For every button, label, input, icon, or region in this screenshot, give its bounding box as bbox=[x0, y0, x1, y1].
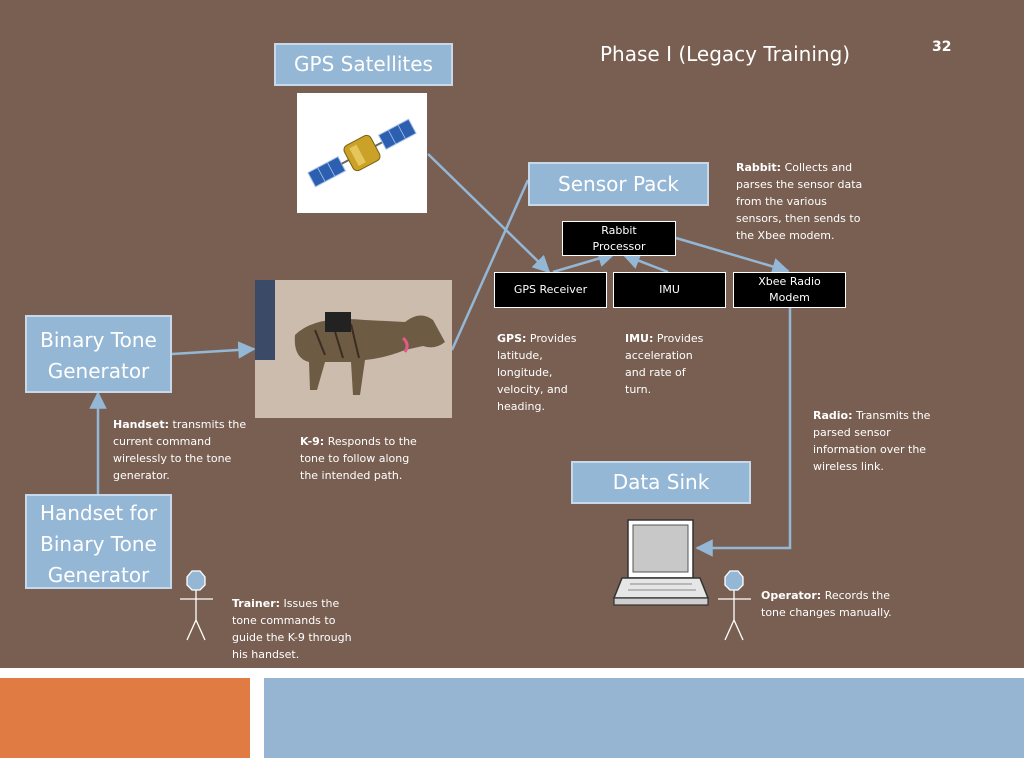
trainer-description-text: Issues the tone commands to guide the K-… bbox=[232, 597, 352, 661]
operator-description-text: Records the tone changes manually. bbox=[761, 589, 892, 619]
imu-label: IMU bbox=[659, 283, 680, 296]
rabbit-description-label: Rabbit: bbox=[736, 161, 782, 174]
slide-title: Phase I (Legacy Training) bbox=[600, 42, 851, 66]
radio-description-label: Radio: bbox=[813, 409, 853, 422]
binary-tone-generator-label: Binary Tone Generator bbox=[40, 328, 157, 383]
xbee-radio-modem-label: Xbee Radio Modem bbox=[758, 275, 821, 304]
rabbit-processor-label: Rabbit Processor bbox=[592, 223, 646, 253]
rabbit-processor-box: Rabbit Processor bbox=[562, 221, 676, 256]
k9-description-text: Responds to the tone to follow along the… bbox=[300, 435, 417, 482]
imu-box: IMU bbox=[613, 272, 726, 308]
arrow-gps-receiver-to-rabbit bbox=[552, 250, 616, 274]
radio-description-text: Transmits the parsed sensor information … bbox=[813, 409, 931, 473]
laptop-icon bbox=[612, 519, 710, 606]
trainer-description: Trainer: Issues the tone commands to gui… bbox=[232, 595, 366, 663]
gps-satellites-label: GPS Satellites bbox=[294, 52, 433, 76]
slide: GPS Satellites Sensor Pack Binary Tone G… bbox=[0, 0, 1024, 668]
operator-description-label: Operator: bbox=[761, 589, 822, 602]
gps-receiver-box: GPS Receiver bbox=[494, 272, 607, 308]
gps-satellites-box: GPS Satellites bbox=[274, 43, 453, 86]
handset-description-text: transmits the current command wirelessly… bbox=[113, 418, 247, 482]
radio-description: Radio: Transmits the parsed sensor infor… bbox=[813, 407, 941, 475]
k9-description: K-9: Responds to the tone to follow alon… bbox=[300, 433, 425, 484]
operator-stick-figure-icon bbox=[718, 570, 751, 641]
arrow-satellite-to-gps-receiver bbox=[427, 153, 551, 274]
sensor-pack-label: Sensor Pack bbox=[558, 172, 679, 196]
rabbit-description-text: Collects and parses the sensor data from… bbox=[736, 161, 863, 242]
arrow-tone-generator-to-dog bbox=[171, 341, 256, 359]
binary-tone-generator-box: Binary Tone Generator bbox=[25, 315, 172, 393]
data-sink-label: Data Sink bbox=[612, 470, 710, 494]
imu-description: IMU: Provides acceleration and rate of t… bbox=[625, 330, 713, 398]
sensor-pack-box: Sensor Pack bbox=[528, 162, 709, 206]
gps-description-text: Provides latitude, longitude, velocity, … bbox=[497, 332, 577, 413]
trainer-stick-figure-icon bbox=[180, 570, 213, 641]
arrow-imu-to-rabbit bbox=[622, 252, 669, 274]
handset-description-label: Handset: bbox=[113, 418, 169, 431]
rabbit-description: Rabbit: Collects and parses the sensor d… bbox=[736, 159, 872, 244]
imu-description-label: IMU: bbox=[625, 332, 654, 345]
connector-arrows bbox=[89, 153, 792, 641]
gps-description: GPS: Provides latitude, longitude, veloc… bbox=[497, 330, 589, 415]
arrow-rabbit-to-xbee bbox=[675, 236, 790, 275]
gps-description-label: GPS: bbox=[497, 332, 527, 345]
footer-orange-bar bbox=[0, 678, 250, 758]
page-number: 32 bbox=[932, 39, 952, 55]
satellite-image bbox=[297, 93, 427, 213]
k9-dog-photo bbox=[255, 280, 452, 418]
operator-description: Operator: Records the tone changes manua… bbox=[761, 587, 901, 621]
footer-blue-bar bbox=[264, 678, 1024, 758]
gps-receiver-label: GPS Receiver bbox=[513, 283, 588, 296]
handset-box: Handset for Binary Tone Generator bbox=[25, 494, 172, 589]
line-sensor-pack-to-dog bbox=[450, 179, 530, 351]
handset-label: Handset for Binary Tone Generator bbox=[39, 501, 158, 587]
arrow-xbee-to-laptop bbox=[695, 308, 792, 557]
handset-description: Handset: transmits the current command w… bbox=[113, 416, 247, 484]
k9-description-label: K-9: bbox=[300, 435, 325, 448]
trainer-description-label: Trainer: bbox=[232, 597, 281, 610]
data-sink-box: Data Sink bbox=[571, 461, 751, 504]
xbee-radio-modem-box: Xbee Radio Modem bbox=[733, 272, 846, 308]
imu-description-text: Provides acceleration and rate of turn. bbox=[625, 332, 704, 396]
